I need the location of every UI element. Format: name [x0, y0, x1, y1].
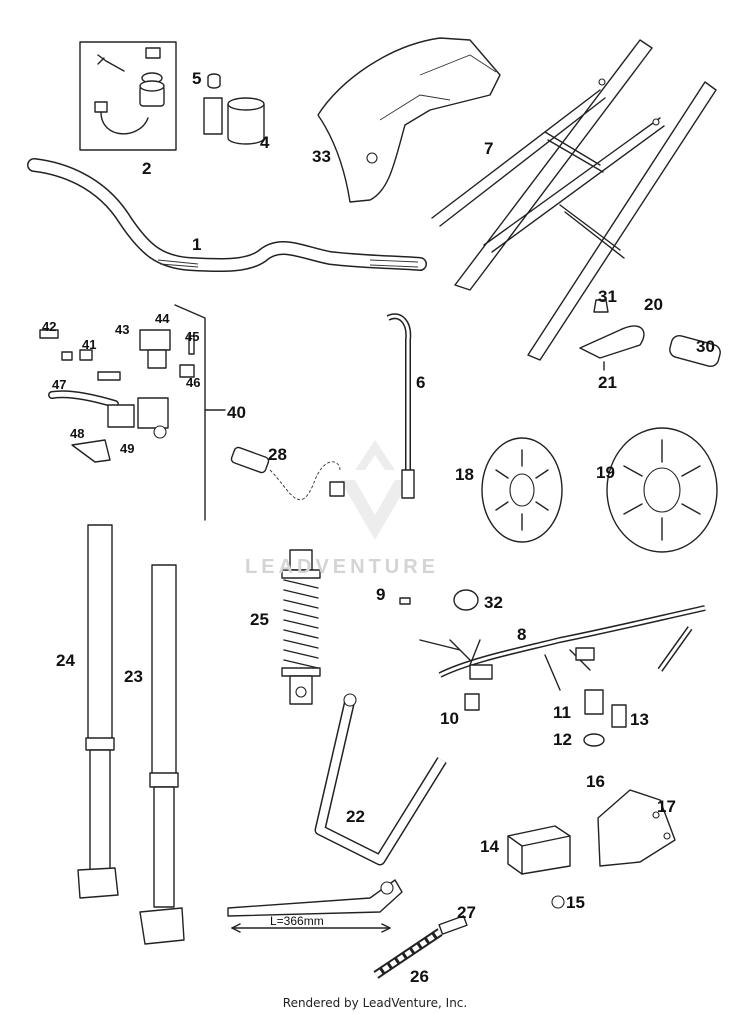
callout-41: 41 — [82, 337, 97, 352]
callout-47: 47 — [52, 377, 67, 392]
shock-absorber-part — [281, 549, 321, 705]
callout-30: 30 — [696, 337, 715, 356]
callout-44: 44 — [155, 311, 170, 326]
callout-28: 28 — [268, 445, 287, 464]
brake-disc-front-part — [481, 437, 563, 543]
bushing-part — [203, 73, 265, 145]
battery-part — [507, 825, 571, 875]
callout-25: 25 — [250, 610, 269, 629]
clip-part — [551, 895, 565, 909]
callout-21: 21 — [598, 373, 617, 392]
callout-4: 4 — [260, 133, 270, 152]
callout-31: 31 — [598, 287, 617, 306]
callout-27: 27 — [457, 903, 476, 922]
callout-40: 40 — [227, 403, 246, 422]
side-panel-part — [317, 37, 501, 203]
callout-32: 32 — [484, 593, 503, 612]
callout-14: 14 — [480, 837, 499, 856]
watermark-logo — [340, 440, 410, 540]
callout-18: 18 — [455, 465, 474, 484]
callout-24: 24 — [56, 651, 75, 670]
battery-bracket-part — [597, 789, 676, 867]
callout-1: 1 — [192, 235, 202, 254]
speedometer-cable-part — [386, 313, 415, 499]
callout-43: 43 — [115, 322, 130, 337]
chain-part — [373, 915, 468, 979]
lever-part — [227, 879, 403, 933]
callout-9: 9 — [376, 585, 386, 604]
callout-13: 13 — [630, 710, 649, 729]
callout-12: 12 — [553, 730, 572, 749]
brake-lever-assembly-part — [39, 304, 226, 521]
fork-leg-left-part — [77, 524, 119, 899]
callout-33: 33 — [312, 147, 331, 166]
callout-7: 7 — [484, 139, 494, 158]
callout-6: 6 — [416, 373, 426, 392]
callout-45: 45 — [185, 329, 200, 344]
callout-10: 10 — [440, 709, 459, 728]
callout-42: 42 — [42, 319, 57, 334]
footpeg-part — [579, 299, 721, 371]
callout-15: 15 — [566, 893, 585, 912]
wiring-harness-part — [399, 597, 706, 691]
callout-22: 22 — [346, 807, 365, 826]
callout-46: 46 — [186, 375, 201, 390]
handlebar-part — [27, 158, 427, 273]
callout-23: 23 — [124, 667, 143, 686]
ignition-switch-part — [79, 41, 177, 151]
watermark-text: LEADVENTURE — [245, 556, 440, 578]
callout-20: 20 — [644, 295, 663, 314]
cable-part — [230, 446, 345, 501]
callout-48: 48 — [70, 426, 85, 441]
relay-part — [453, 589, 627, 747]
brake-disc-rear-part — [606, 427, 718, 553]
rear-subframe-part — [431, 39, 717, 361]
callout-5: 5 — [192, 69, 202, 88]
side-stand-part — [314, 693, 447, 866]
dimension-label: L=366mm — [270, 914, 324, 928]
callout-19: 19 — [596, 463, 615, 482]
callout-11: 11 — [553, 703, 571, 722]
footer-credit: Rendered by LeadVenture, Inc. — [282, 996, 468, 1010]
callout-26: 26 — [410, 967, 429, 986]
fork-leg-right-part — [139, 564, 185, 945]
callout-17: 17 — [657, 797, 676, 816]
callout-8: 8 — [517, 625, 527, 644]
callout-2: 2 — [142, 159, 152, 178]
callout-16: 16 — [586, 772, 605, 791]
callout-49: 49 — [120, 441, 135, 456]
